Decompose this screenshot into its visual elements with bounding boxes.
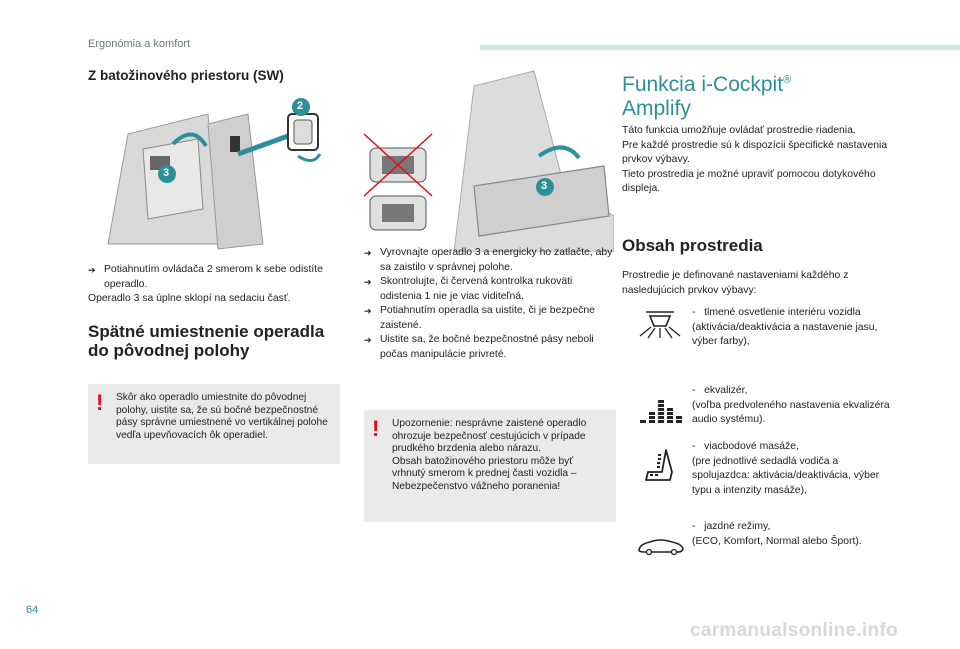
col1-warning-text: Skôr ako operadlo umiestnite do pôvodnej… — [116, 392, 328, 441]
col3-intro: Táto funkcia umožňuje ovládať prostredie… — [622, 125, 888, 194]
col1-section-title: Spätné umiestnenie operadla do pôvodnej … — [88, 322, 325, 360]
bullet-arrow-icon: ➔ — [364, 248, 372, 258]
feature-equalizer: - ekvalizér, (voľba predvoleného nastave… — [692, 385, 890, 425]
equalizer-icon — [640, 390, 682, 426]
massage-seat-icon — [640, 446, 680, 486]
header-accent-bar — [480, 45, 960, 50]
col2-bullet: ➔Skontrolujte, či červená kontrolka ruko… — [364, 276, 573, 302]
col2-bullet: ➔Vyrovnajte operadlo 3 a energicky ho za… — [364, 247, 613, 273]
page-number: 64 — [26, 604, 39, 616]
col1-warning-box: ! Skôr ako operadlo umiestnite do pôvodn… — [88, 384, 340, 464]
col2-bullet: ➔Potiahnutím operadla sa uistite, či je … — [364, 305, 595, 331]
col1-bullet: ➔ Potiahnutím ovládača 2 smerom k sebe o… — [88, 264, 323, 290]
bullet-arrow-icon: ➔ — [364, 277, 372, 287]
col1-text-block: ➔ Potiahnutím ovládača 2 smerom k sebe o… — [88, 263, 338, 307]
bullet-arrow-icon: ➔ — [364, 306, 372, 316]
ambient-light-icon — [636, 308, 684, 342]
col2-warning-box: ! Upozornenie: nesprávne zaistené operad… — [364, 410, 616, 522]
col3-title: Funkcia i-Cockpit® Amplify — [622, 73, 792, 120]
col3-section-title: Obsah prostredia — [622, 236, 763, 255]
callout-2: 2 — [297, 100, 304, 112]
callout-3b: 3 — [541, 180, 548, 192]
bullet-arrow-icon: ➔ — [88, 265, 96, 275]
warning-icon: ! — [96, 390, 104, 415]
col2-bullets: ➔Vyrovnajte operadlo 3 a energicky ho za… — [364, 246, 614, 362]
running-header: Ergonómia a komfort — [88, 38, 191, 50]
feature-massage: - viacbodové masáže, (pre jednotlivé sed… — [692, 441, 880, 496]
feature-ambient-light: - tlmené osvetlenie interiéru vozidla (a… — [692, 307, 878, 347]
col2-bullet: ➔Uistite sa, že bočné bezpečnostné pásy … — [364, 334, 594, 360]
seatback-illustration: 3 — [364, 66, 614, 252]
trunk-lever-illustration: 2 3 — [88, 94, 338, 254]
car-drive-mode-icon — [636, 536, 686, 556]
feature-drive-modes: - jazdné režimy, (ECO, Komfort, Normal a… — [692, 521, 862, 547]
col1-subheading: Z batožinového priestoru (SW) — [88, 68, 284, 83]
col1-paragraph: Operadlo 3 sa úplne sklopí na sedaciu ča… — [88, 293, 291, 304]
col3-section-intro: Prostredie je definované nastaveniami ka… — [622, 270, 849, 296]
warning-icon: ! — [372, 416, 380, 441]
callout-3: 3 — [163, 167, 170, 179]
bullet-arrow-icon: ➔ — [364, 335, 372, 345]
watermark: carmanualsonline.info — [690, 620, 898, 641]
col2-warning-text: Upozornenie: nesprávne zaistené operadlo… — [392, 418, 587, 492]
